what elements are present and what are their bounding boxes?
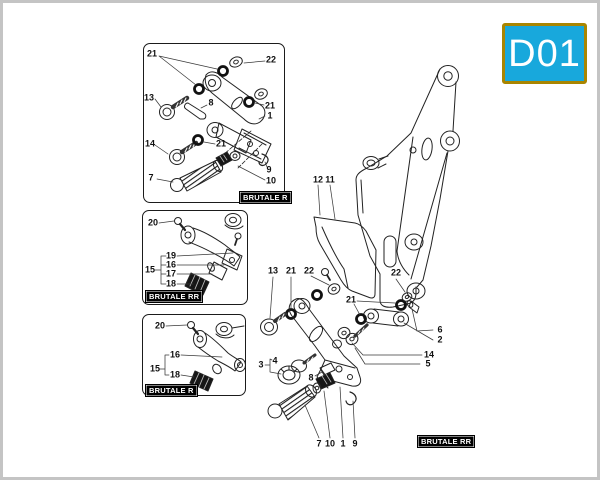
washers-14 xyxy=(337,326,359,346)
washer-22 xyxy=(327,283,341,295)
bolt-13 xyxy=(260,312,287,336)
oring-21 xyxy=(243,96,255,108)
page-code-text: D01 xyxy=(508,32,581,75)
bolt-20 xyxy=(187,321,200,336)
bolt-20 xyxy=(174,217,187,232)
oring-21 xyxy=(192,134,204,146)
link-rod-2 xyxy=(363,308,409,327)
inset-panel-brutale-r-top xyxy=(143,43,285,203)
footrest-bracket-1 xyxy=(288,298,362,389)
model-tag-main: BRUTALE RR xyxy=(417,435,476,448)
model-tag-inset-middle: BRUTALE RR xyxy=(145,290,204,303)
oring-21 xyxy=(311,289,323,301)
pin-8 xyxy=(319,362,336,376)
inset-bottom-lever-art xyxy=(187,321,246,392)
page-code-badge: D01 xyxy=(502,23,587,84)
inset-middle-lever-art xyxy=(174,213,244,296)
footpeg-7 xyxy=(170,159,224,192)
model-tag-inset-bottom: BRUTALE R xyxy=(145,384,198,397)
oring-21 xyxy=(193,83,205,95)
model-tag-inset-top: BRUTALE R xyxy=(239,191,292,204)
washer-22 xyxy=(254,88,268,100)
inset-top-footrest-art xyxy=(159,56,272,192)
spacer-17 xyxy=(208,261,228,281)
bolt-19 xyxy=(234,232,242,246)
knob-3-4 xyxy=(277,353,317,385)
oring-21 xyxy=(355,313,367,325)
footpeg-7 xyxy=(267,382,322,421)
exploded-diagram-artwork xyxy=(154,55,460,439)
pin-8 xyxy=(184,102,207,120)
bolt-6 xyxy=(406,300,420,314)
screw-22 xyxy=(321,268,331,281)
inset-panel-brutale-rr-middle xyxy=(142,210,248,305)
main-assembly-art xyxy=(260,65,460,421)
mounting-plate xyxy=(355,65,460,308)
knurled-pin-10 xyxy=(315,372,336,390)
spring-9 xyxy=(345,391,357,406)
screw-5 xyxy=(332,323,369,349)
screw-13 xyxy=(159,95,190,120)
oring-21 xyxy=(395,299,407,311)
washer-22 xyxy=(229,56,243,68)
oring-21 xyxy=(217,65,229,77)
callout-leader-lines xyxy=(154,55,434,439)
pedal-rubber-18 xyxy=(189,370,214,392)
heel-guard-11-12 xyxy=(313,216,377,299)
